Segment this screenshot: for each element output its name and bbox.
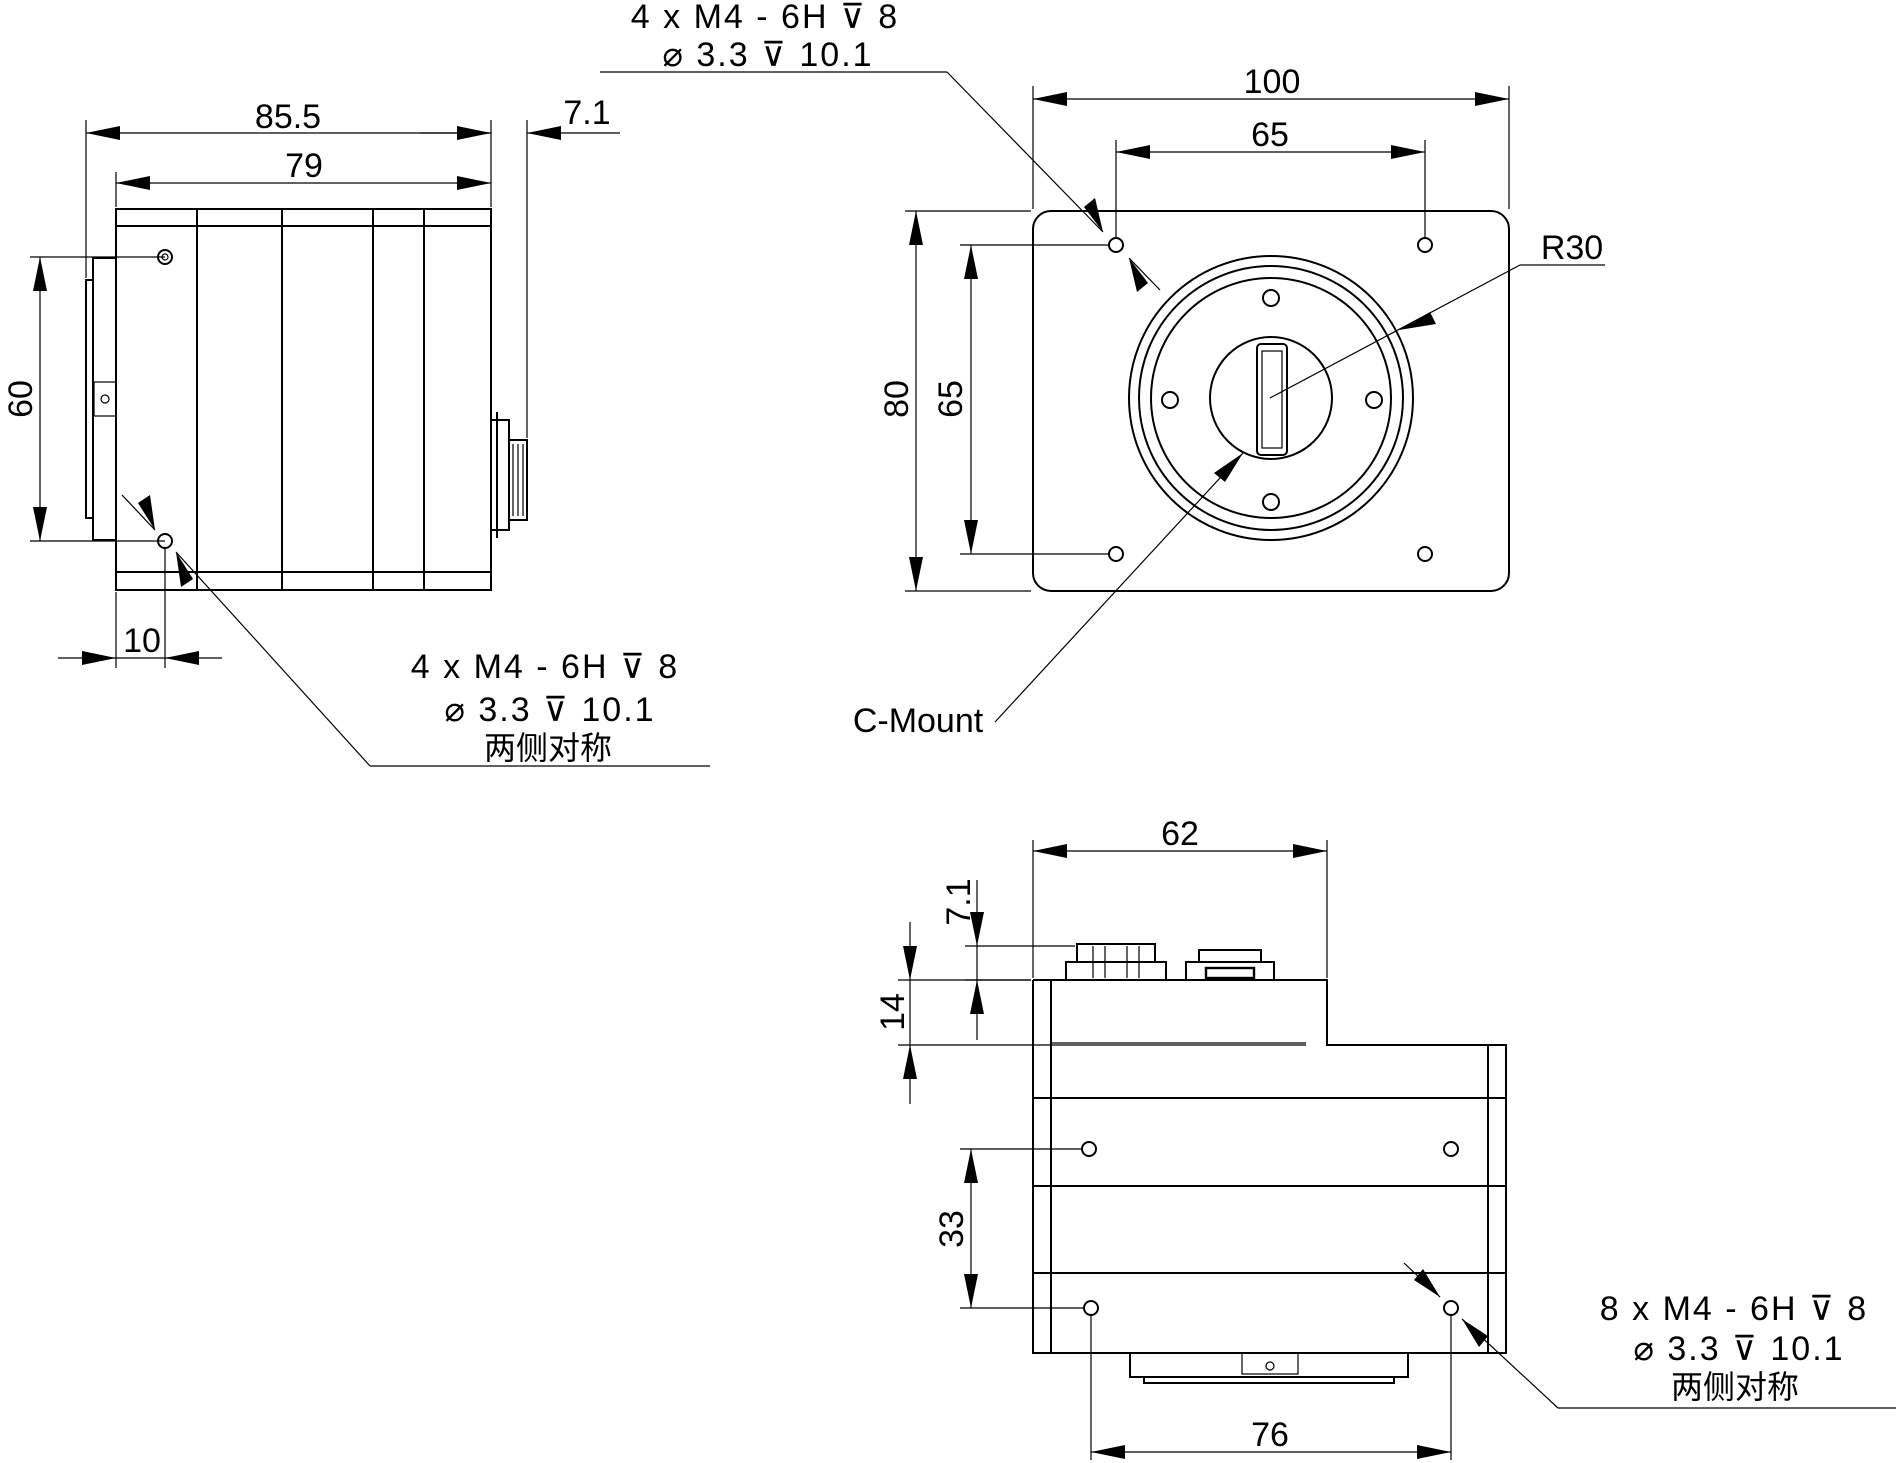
dim-front-65-vertical: 65 bbox=[932, 380, 970, 418]
front-radius-label: R30 bbox=[1541, 229, 1603, 267]
dim-side-79: 79 bbox=[285, 147, 323, 185]
side-view: 85.5 7.1 79 60 10 4 x M4 - 6H ⊽ 8 bbox=[2, 94, 710, 767]
side-hole-note-line2: ⌀ 3.3 ⊽ 10.1 bbox=[444, 691, 655, 729]
dim-front-80: 80 bbox=[878, 380, 916, 418]
dim-side-10: 10 bbox=[123, 622, 161, 660]
dim-bottom-14: 14 bbox=[874, 993, 912, 1031]
dim-side-85-5: 85.5 bbox=[255, 98, 321, 136]
bottom-view: 62 7.1 14 33 76 8 x M4 bbox=[874, 815, 1896, 1460]
front-hole-note-line1: 4 x M4 - 6H ⊽ 8 bbox=[631, 0, 899, 36]
dim-front-65-horizontal: 65 bbox=[1251, 116, 1289, 154]
side-hole-note-line3: 两侧对称 bbox=[484, 729, 612, 767]
dim-side-7-1: 7.1 bbox=[563, 94, 610, 132]
bottom-hole-note-line1: 8 x M4 - 6H ⊽ 8 bbox=[1600, 1290, 1868, 1328]
dim-bottom-62: 62 bbox=[1161, 815, 1199, 853]
dim-bottom-33: 33 bbox=[933, 1210, 971, 1248]
dim-side-60: 60 bbox=[2, 380, 40, 418]
dim-bottom-76: 76 bbox=[1251, 1416, 1289, 1454]
dim-front-100: 100 bbox=[1244, 63, 1301, 101]
front-view: 100 65 80 65 4 x M4 - 6H ⊽ 8 ⌀ 3.3 ⊽ 10.… bbox=[600, 0, 1605, 740]
dim-bottom-7-1: 7.1 bbox=[940, 878, 978, 925]
side-hole-note-line1: 4 x M4 - 6H ⊽ 8 bbox=[411, 648, 679, 686]
bottom-hole-note-line2: ⌀ 3.3 ⊽ 10.1 bbox=[1633, 1330, 1844, 1368]
bottom-hole-note-line3: 两侧对称 bbox=[1671, 1368, 1799, 1406]
front-mount-label: C-Mount bbox=[853, 702, 984, 740]
front-hole-note-line2: ⌀ 3.3 ⊽ 10.1 bbox=[662, 36, 873, 74]
